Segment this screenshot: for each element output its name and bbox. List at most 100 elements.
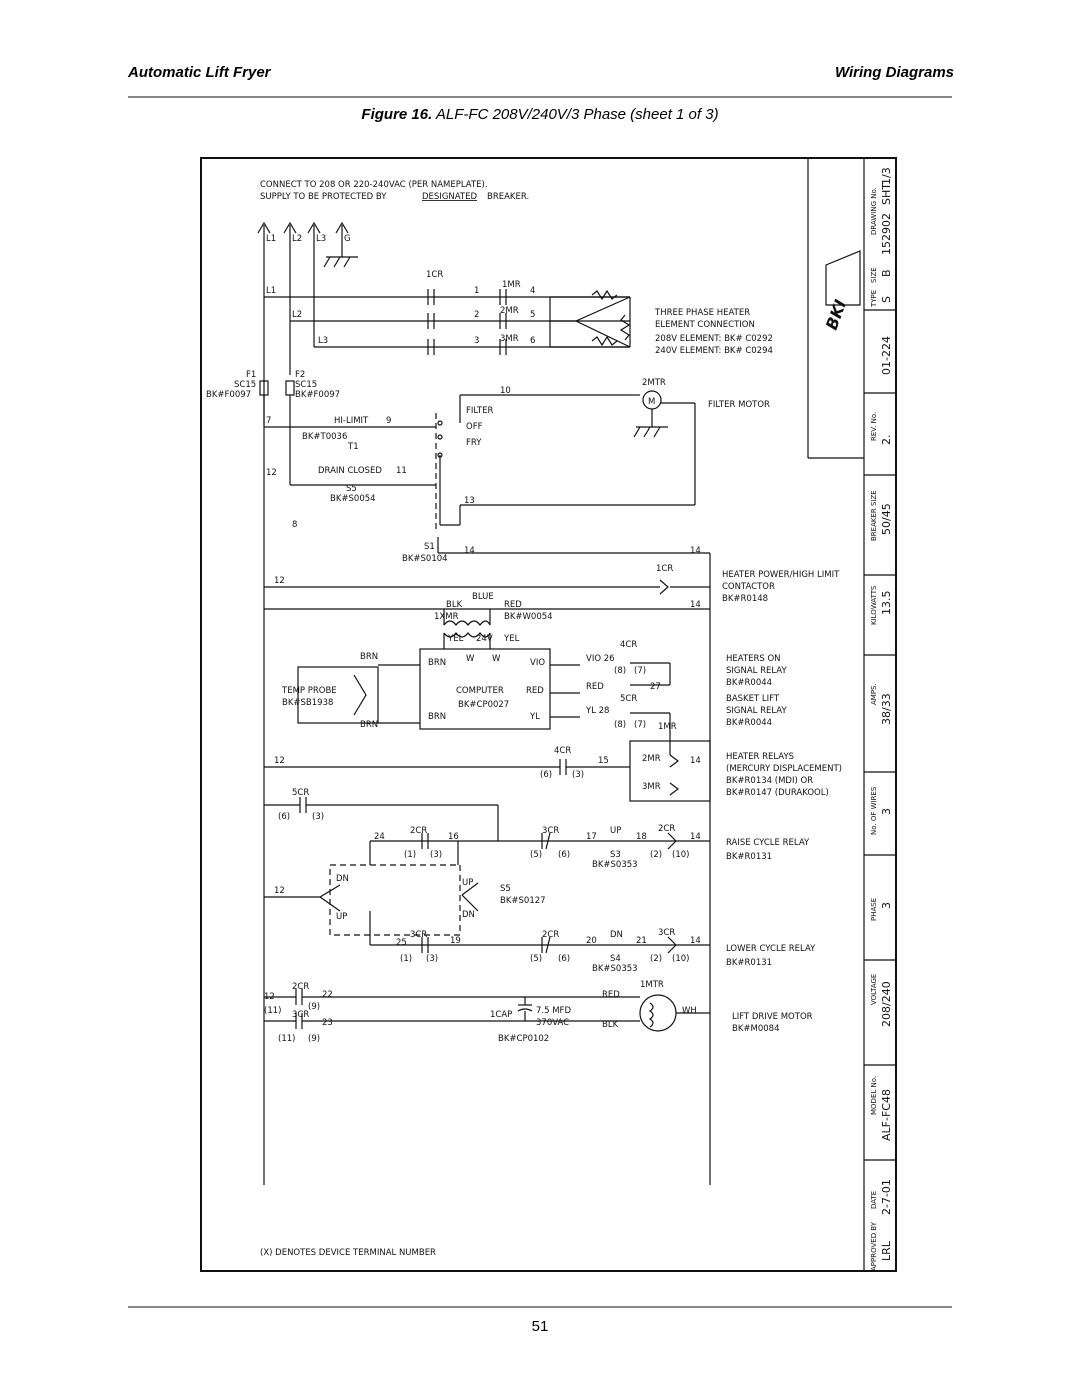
cap-vac: 370VAC: [536, 1018, 569, 1028]
s5-bk: BK#S0054: [330, 494, 376, 504]
wire-11: 11: [396, 466, 407, 476]
lbl-2cr-c: 2CR: [542, 930, 559, 940]
lc-text-2: BK#R0131: [726, 958, 772, 968]
rc-text-1: RAISE CYCLE RELAY: [726, 838, 810, 848]
tb-size: B: [880, 269, 893, 277]
note-connect-2c: BREAKER.: [487, 192, 529, 202]
hp-text-2: CONTACTOR: [722, 582, 775, 592]
hr-text-4: BK#R0147 (DURAKOOL): [726, 788, 829, 798]
page-number: 51: [531, 1318, 549, 1335]
header-section: Wiring Diagrams: [834, 64, 954, 81]
comp-w-b: W: [492, 654, 501, 664]
tb-approved-label: APPROVED BY: [870, 1221, 878, 1271]
lbl-3cr: 3CR: [542, 826, 559, 836]
paren-2b: (2): [650, 954, 662, 964]
wire-12b: 12: [274, 576, 285, 586]
probe-brn-b: BRN: [360, 720, 378, 730]
lbl-dn-b: DN: [462, 910, 475, 920]
paren-6c: (6): [558, 850, 570, 860]
term-1: 1: [474, 286, 479, 296]
bl-text-2: SIGNAL RELAY: [726, 706, 787, 716]
ho-text-3: BK#R0044: [726, 678, 772, 688]
lbl-2mr: 2MR: [500, 306, 519, 316]
wire-19: 19: [450, 936, 461, 946]
cap-name: 1CAP: [490, 1010, 512, 1020]
line-l3b: L3: [318, 336, 328, 346]
tb-rev-label: REV. No.: [870, 412, 878, 441]
header-rule: [128, 96, 952, 98]
wire-12e: 12: [264, 992, 275, 1002]
lbl-up-b: UP: [462, 878, 473, 888]
tb-amps: 38/33: [880, 693, 893, 725]
hr-text-3: BK#R0134 (MDI) OR: [726, 776, 813, 786]
wire-23: 23: [322, 1018, 333, 1028]
tb-date-label: DATE: [870, 1191, 878, 1209]
hr-text-1: HEATER RELAYS: [726, 752, 794, 762]
tb-sht: 1/3: [880, 167, 893, 185]
comp-yl: YL: [529, 712, 540, 722]
paren-3c: (3): [430, 850, 442, 860]
xmr-bk: BK#W0054: [504, 612, 553, 622]
figure-label: Figure 16.: [361, 106, 433, 123]
hr-text-2: (MERCURY DISPLACEMENT): [726, 764, 842, 774]
heater-text-3: 208V ELEMENT: BK# C0292: [655, 334, 773, 344]
lbl-1cr-b: 1CR: [656, 564, 673, 574]
term-3: 3: [474, 336, 479, 346]
xmr-24v: 24V: [476, 634, 493, 644]
drain-closed: DRAIN CLOSED: [318, 466, 382, 476]
lbl-3cr-b: 3CR: [410, 930, 427, 940]
ho-text-1: HEATERS ON: [726, 654, 781, 664]
wire-9: 9: [386, 416, 391, 426]
temp-probe-bk: BK#SB1938: [282, 698, 333, 708]
lbl-1mr: 1MR: [502, 280, 521, 290]
wire-12: 12: [266, 468, 277, 478]
wire-14c: 14: [690, 600, 701, 610]
lbl-5cr: 5CR: [620, 694, 637, 704]
s1-bk: BK#S0104: [402, 554, 448, 564]
note-connect-2b: DESIGNATED: [422, 192, 477, 202]
line-l3: L3: [316, 234, 326, 244]
bl-text-3: BK#R0044: [726, 718, 772, 728]
ld-text-1: LIFT DRIVE MOTOR: [732, 1012, 813, 1022]
line-l2b: L2: [292, 310, 302, 320]
lbl-2mtr: 2MTR: [642, 378, 666, 388]
lbl-s4: S4: [610, 954, 621, 964]
lbl-2mr-b: 2MR: [642, 754, 661, 764]
fuse-f1: F1: [246, 370, 256, 380]
wire-20: 20: [586, 936, 597, 946]
line-l2: L2: [292, 234, 302, 244]
wire-12d: 12: [274, 886, 285, 896]
fuse-f2-bk: BK#F0097: [295, 390, 340, 400]
wire-10: 10: [500, 386, 511, 396]
heater-text-1: THREE PHASE HEATER: [654, 308, 750, 318]
tb-type: S: [880, 296, 893, 303]
wire-14b: 14: [690, 546, 701, 556]
lbl-4cr-b: 4CR: [554, 746, 571, 756]
line-l1b: L1: [266, 286, 276, 296]
hp-text-1: HEATER POWER/HIGH LIMIT: [722, 570, 840, 580]
wire-16: 16: [448, 832, 459, 842]
tb-size-label: SIZE: [870, 267, 878, 283]
wire-vio26: VIO 26: [586, 654, 615, 664]
lbl-5cr-b: 5CR: [292, 788, 309, 798]
lbl-4cr: 4CR: [620, 640, 637, 650]
s5b-bk: BK#S0127: [500, 896, 546, 906]
lbl-1mtr: 1MTR: [640, 980, 664, 990]
tb-type-label: TYPE: [870, 290, 878, 308]
tb-date: 2-7-01: [880, 1179, 893, 1215]
tb-voltage: 208/240: [880, 981, 893, 1027]
paren-2: (2): [650, 850, 662, 860]
fuse-f2: F2: [295, 370, 305, 380]
tb-amps-label: AMPS.: [870, 683, 878, 705]
tb-approved: LRL: [880, 1240, 893, 1261]
paren-3: (3): [572, 770, 584, 780]
tb-wires-label: No. OF WIRES: [870, 786, 878, 835]
term-4: 4: [530, 286, 535, 296]
wire-8: 8: [292, 520, 297, 530]
comp-red: RED: [526, 686, 544, 696]
tb-phase-label: PHASE: [870, 898, 878, 921]
wire-14a: 14: [464, 546, 475, 556]
switch-fry: FRY: [466, 438, 482, 448]
wire-25: 25: [396, 938, 407, 948]
footer-note: (X) DENOTES DEVICE TERMINAL NUMBER: [260, 1248, 436, 1258]
